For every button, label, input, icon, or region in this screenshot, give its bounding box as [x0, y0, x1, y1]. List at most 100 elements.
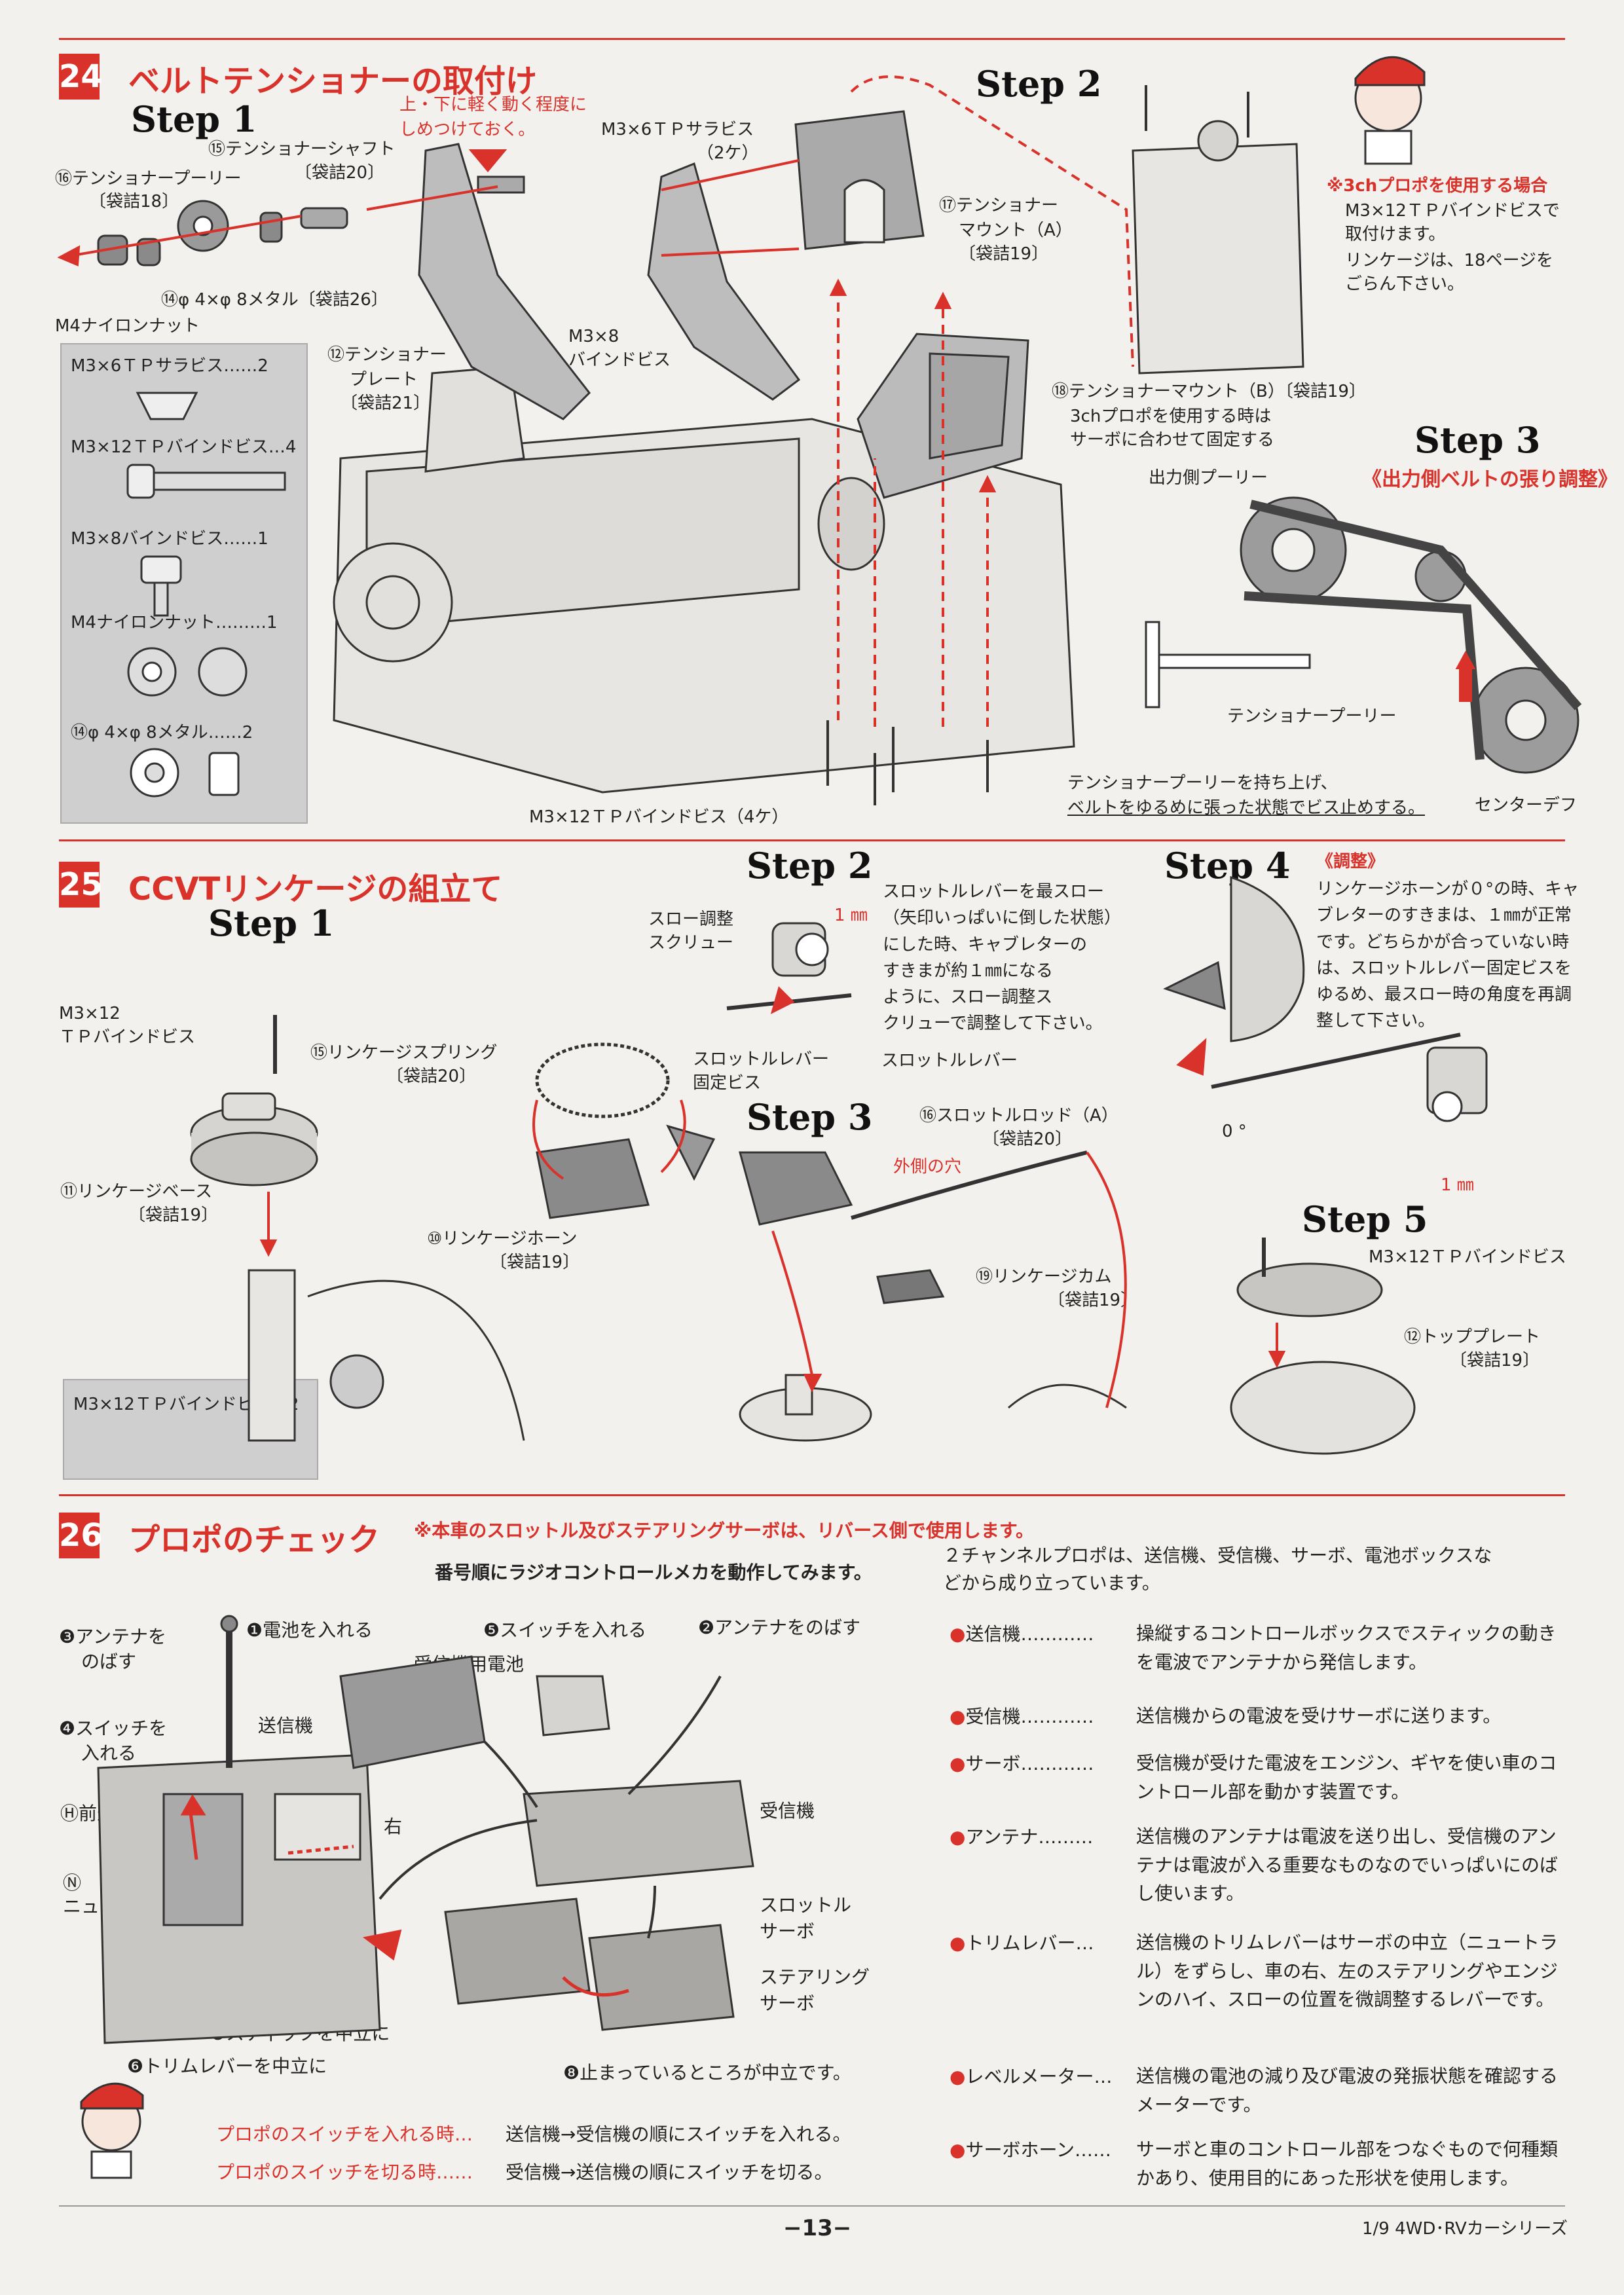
s26-c5: ❺スイッチを入れる — [483, 1619, 647, 1641]
s25-step3: Step 3 — [747, 1096, 873, 1138]
s26-on-label: プロポのスイッチを入れる時… — [216, 2123, 473, 2145]
s25-step4: Step 4 — [1164, 845, 1291, 887]
bullet-desc: 送信機からの電波を受けサーボに送ります。 — [1136, 1705, 1502, 1727]
s24-pulley-label: ⑯テンショナープーリー — [55, 169, 242, 189]
s26-notice2: 番号順にラジオコントロールメカを動作してみます。 — [435, 1562, 872, 1583]
s25-step2-note-2: （矢印いっぱいに倒した状態） — [883, 908, 1122, 928]
s26-sservo1: ステアリング — [760, 1966, 870, 1988]
s26-rx-battery: 受信機用電池 — [414, 1653, 525, 1675]
rule-25-26 — [59, 1494, 1565, 1496]
s25-step2-note-3: にした時、キャブレターの — [883, 934, 1088, 955]
s25-top-plate-bag: 〔袋詰19〕 — [1450, 1351, 1540, 1370]
s24-sarabisu-qty: （2ケ） — [697, 143, 759, 163]
s25-step5: Step 5 — [1302, 1198, 1428, 1240]
bullet-desc: 送信機のトリムレバーはサーボの中立（ニュートラル）をずらし、車の右、左のステアリ… — [1136, 1932, 1559, 2011]
s25-step4-note-2: ブレターのすきまは、１㎜が正常 — [1316, 906, 1572, 926]
s25-tl-screw2: 固定ビス — [693, 1073, 762, 1093]
bullet-term: アンテナ……… — [965, 1826, 1094, 1848]
s26-bullet-1: ●送信機…………操縦するコントロールボックスでスティックの動きを電波でアンテナか… — [950, 1620, 1572, 1676]
bullet-term: サーボ………… — [965, 1753, 1094, 1774]
section-26-title: プロポのチェック — [128, 1522, 380, 1558]
s26-neutral-n: Ⓝ — [63, 1872, 82, 1894]
s25-step4-note-4: は、スロットルレバー固定ビスを — [1316, 958, 1572, 978]
s25-step2-note-5: ように、スロー調整ス — [883, 987, 1053, 1008]
page-number: −13− — [783, 2215, 852, 2241]
s26-c2: ❷アンテナをのばす — [698, 1617, 860, 1638]
s26-right: 右 — [384, 1816, 403, 1837]
s25-cam-bag: 〔袋詰19〕 — [1048, 1291, 1138, 1310]
s26-c3b: のばす — [81, 1651, 137, 1672]
s25-top-plate: ⑫トッププレート — [1404, 1327, 1541, 1347]
s26-bullet-7: ●サーボホーン……サーボと車のコントロール部をつなぐもので何種類かあり、使用目的… — [950, 2136, 1572, 2192]
s26-sservo2: サーボ — [760, 1992, 815, 2014]
bullet-desc: 送信機の電池の減り及び電波の発振状態を確認するメーターです。 — [1136, 2065, 1559, 2116]
s26-forward: Ⓗ前進（ハイ） — [60, 1803, 189, 1824]
s25-base-bag: 〔袋詰19〕 — [128, 1205, 219, 1225]
s24-m3x8b: バインドビス — [568, 350, 671, 370]
bullet-term: トリムレバー… — [965, 1932, 1094, 1954]
s24-mountB-note1: 3chプロポを使用する時は — [1070, 407, 1272, 426]
bottom-rule — [59, 2205, 1565, 2207]
section-24-title: ベルトテンショナーの取付け — [128, 63, 538, 100]
s24-metal-label: ⑭φ 4×φ 8メタル〔袋詰26〕 — [161, 290, 388, 310]
s26-transmitter: 送信機 — [258, 1715, 314, 1736]
s24-nut-label: M4ナイロンナット — [55, 316, 200, 336]
rule-24-25 — [59, 839, 1565, 841]
s25-rod-bag: 〔袋詰20〕 — [982, 1129, 1073, 1149]
s24-tpbind4: M3×12ＴＰバインドビス（4ケ） — [529, 807, 789, 827]
s26-receiver: 受信機 — [760, 1800, 815, 1822]
s26-left: 左 — [314, 1829, 333, 1850]
s24-3ch-4: ごらん下さい。 — [1345, 274, 1465, 294]
s24-3ch-2: 取付けます。 — [1345, 225, 1446, 244]
section-25-number: 25 — [59, 862, 103, 908]
s25-step4-note-1: リンケージホーンが０°の時、キャ — [1316, 879, 1579, 899]
s25-horn: ⑩リンケージホーン — [427, 1229, 578, 1249]
section-25-title: CCVTリンケージの組立て — [128, 871, 503, 908]
s25-m3x12: M3×12 — [59, 1004, 120, 1023]
s25-step4-note-6: 整して下さい。 — [1316, 1011, 1435, 1031]
s26-c4a: ❹スイッチを — [59, 1717, 168, 1739]
top-rule — [59, 38, 1565, 40]
s24-mountA2: マウント（A） — [959, 221, 1073, 240]
s24-shaft-label: ⑮テンショナーシャフト — [208, 139, 396, 159]
s25-spring-bag: 〔袋詰20〕 — [386, 1067, 477, 1086]
s24-part-5: ⑭φ 4×φ 8メタル……2 — [71, 723, 253, 743]
s24-step3-subtitle: 《出力側ベルトの張り調整》 — [1362, 468, 1617, 491]
s24-ten-pulley: テンショナープーリー — [1227, 707, 1397, 726]
s24-part-1: M3×6ＴＰサラビス……2 — [71, 356, 268, 376]
s25-one-mm: 1 ㎜ — [834, 906, 868, 925]
section-24-number: 24 — [59, 54, 103, 100]
s25-spring: ⑮リンケージスプリング — [310, 1043, 498, 1063]
bullet-desc: 受信機が受けた電波をエンジン、ギヤを使い車のコントロール部を動かす装置です。 — [1136, 1752, 1557, 1803]
s25-step4-note: リンケージホーンが０°の時、キャ ブレターのすきまは、１㎜が正常 です。どちらか… — [1316, 876, 1579, 1035]
s24-step3-note1: テンショナープーリーを持ち上げ、 — [1067, 773, 1338, 793]
s24-parts-box: M3×6ＴＰサラビス……2 M3×12ＴＰバインドビス…4 M3×8バインドビス… — [60, 343, 308, 824]
s24-shaft-bag: 〔袋詰20〕 — [295, 163, 385, 183]
s25-horn-bag: 〔袋詰19〕 — [490, 1253, 580, 1272]
s24-step1: Step 1 — [131, 98, 257, 140]
s25-step4-note-3: です。どちらかが合っていない時 — [1316, 932, 1570, 952]
s25-slow-screw2: スクリュー — [648, 933, 734, 953]
s26-neutral: ニュートラル — [63, 1896, 174, 1917]
s26-bullet-5: ●トリムレバー…送信機のトリムレバーはサーボの中立（ニュートラル）をずらし、車の… — [950, 1929, 1572, 2014]
s25-step2-note-6: クリューで調整して下さい。 — [883, 1014, 1103, 1034]
s24-part-4: M4ナイロンナット………1 — [71, 613, 278, 633]
s24-center-diff: センターデフ — [1475, 796, 1578, 815]
s24-step3: Step 3 — [1414, 419, 1541, 461]
s25-one-mm-2: 1 ㎜ — [1441, 1175, 1474, 1195]
bullet-desc: サーボと車のコントロール部をつなぐもので何種類かあり、使用目的にあった形状を使用… — [1136, 2139, 1559, 2189]
s25-slow-screw1: スロー調整 — [648, 909, 734, 929]
s24-plate-label: ⑫テンショナー — [327, 345, 447, 365]
s25-step5-screw: M3×12ＴＰバインドビス — [1369, 1247, 1566, 1267]
s24-mountB-note2: サーボに合わせて固定する — [1070, 430, 1275, 450]
s26-c3a: ❸アンテナを — [59, 1626, 166, 1647]
s24-3ch-3: リンケージは、18ページを — [1345, 251, 1554, 270]
s25-rod: ⑯スロットルロッド（A） — [919, 1106, 1118, 1126]
s24-m3x8: M3×8 — [568, 327, 619, 346]
s24-note-top: 上・下に軽く動く程度に — [399, 95, 587, 115]
s25-adjust: 《調整》 — [1316, 852, 1385, 872]
s26-notice: ※本車のスロットル及びステアリングサーボは、リバース側で使用します。 — [414, 1520, 1035, 1541]
s24-mountB: ⑱テンショナーマウント（B）〔袋詰19〕 — [1052, 382, 1366, 401]
s25-step4-note-5: ゆるめ、最スロー時の角度を再調 — [1316, 985, 1572, 1005]
s24-step3-note2: ベルトをゆるめに張った状態でビス止めする。 — [1067, 798, 1426, 818]
